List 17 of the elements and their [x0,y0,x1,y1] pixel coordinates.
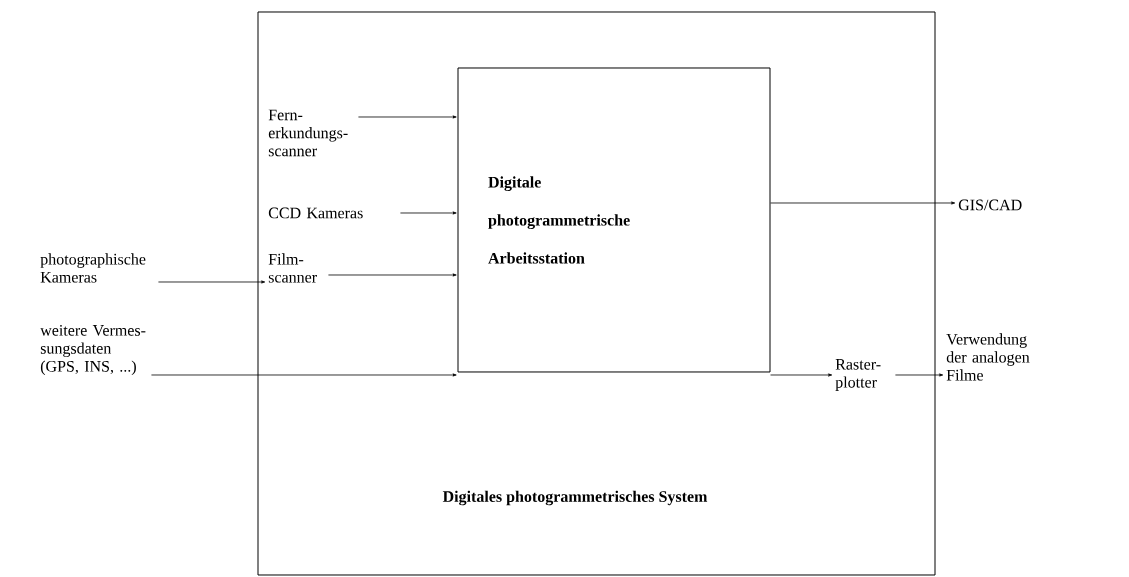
workstation-box: Digitale photogrammetrische Arbeitsstation [457,67,771,373]
device-label: Fern- erkundungs- scanner [268,109,348,157]
arrow [358,115,457,119]
arrow [895,373,944,377]
device-label: Raster- plotter [835,359,881,391]
arrow [328,273,457,277]
arrow [158,280,266,284]
arrow [400,211,457,215]
arrow [151,373,457,377]
device-label: GIS/CAD [958,199,1022,211]
device-label: CCD Kameras [268,207,363,219]
device-label: Film- scanner [268,253,317,283]
device-label: weitere Vermes- sungsdaten (GPS, INS, ...) [40,325,146,375]
arrow [770,201,956,205]
device-label: photographische Kameras [40,253,146,283]
device-label: Verwendung der analogen Filme [946,333,1030,381]
arrow [770,373,833,377]
